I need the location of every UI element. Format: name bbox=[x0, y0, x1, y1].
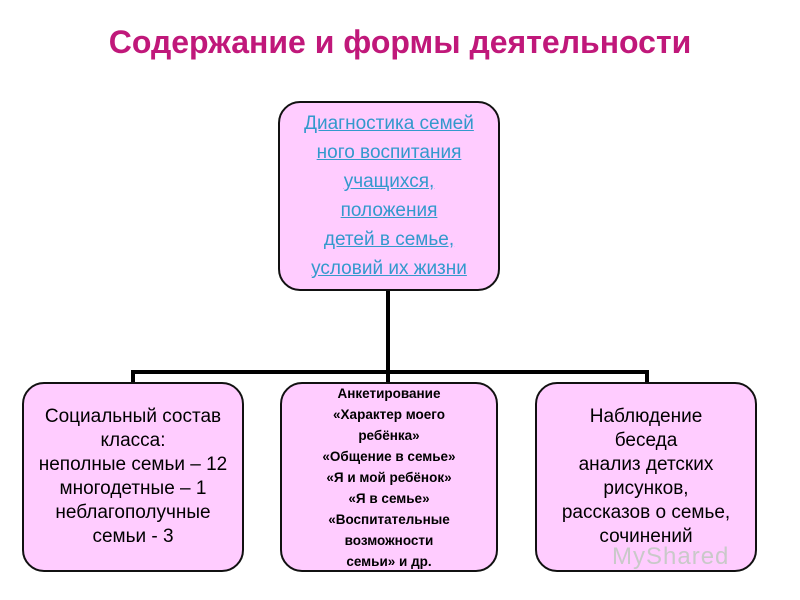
box-text-line: многодетные – 1 bbox=[59, 478, 207, 499]
diagnostics-link-line[interactable]: учащихся, bbox=[343, 171, 435, 192]
box-text-line: «Я в семье» bbox=[348, 490, 430, 506]
watermark-logo: MyShared bbox=[612, 543, 730, 570]
box-text-line: неблагополучные bbox=[55, 502, 211, 523]
box-text-line: возможности bbox=[344, 532, 434, 548]
diagnostics-box: Диагностика семей ного воспитания учащих… bbox=[278, 101, 500, 291]
box-text-line: «Общение в семье» bbox=[322, 448, 456, 464]
connector-right-down bbox=[645, 370, 649, 384]
box-text-line: ребёнка» bbox=[358, 427, 420, 443]
box-text-line: семьи» и др. bbox=[346, 553, 432, 569]
box-text-line: «Я и мой ребёнок» bbox=[326, 469, 452, 485]
box-text-line: беседа bbox=[614, 430, 678, 451]
box-text-line: «Характер моего bbox=[333, 406, 445, 422]
box-text-line: класса: bbox=[100, 430, 166, 451]
connector-root-down bbox=[386, 289, 390, 372]
box-text-line: рассказов о семье, bbox=[561, 502, 731, 523]
diagnostics-link-line[interactable]: ного воспитания bbox=[316, 142, 462, 163]
box-text-line: неполные семьи – 12 bbox=[38, 454, 228, 475]
survey-box: Анкетирование «Характер моего ребёнка» «… bbox=[280, 382, 498, 572]
box-text-line: «Воспитательные bbox=[328, 511, 450, 527]
box-text-line: рисунков, bbox=[603, 478, 689, 499]
box-text-line: сочинений bbox=[599, 526, 693, 547]
box-text-line: Социальный состав bbox=[44, 406, 222, 427]
box-text-line: анализ детских bbox=[578, 454, 714, 475]
connector-mid-down bbox=[386, 370, 390, 384]
box-text-line: Наблюдение bbox=[589, 406, 703, 427]
connector-horizontal bbox=[131, 370, 649, 374]
page-title: Содержание и формы деятельности bbox=[108, 24, 692, 60]
box-text-line: Анкетирование bbox=[337, 385, 441, 401]
connector-left-down bbox=[131, 370, 135, 384]
diagnostics-link-line[interactable]: условий их жизни bbox=[311, 258, 467, 279]
diagnostics-link-line[interactable]: Диагностика семей bbox=[304, 113, 474, 134]
diagnostics-link-line[interactable]: положения bbox=[340, 200, 438, 221]
social-composition-box: Социальный состав класса: неполные семьи… bbox=[22, 382, 244, 572]
box-text-line: семьи - 3 bbox=[92, 526, 174, 547]
diagnostics-link-line[interactable]: детей в семье, bbox=[323, 229, 455, 250]
observation-box: Наблюдение беседа анализ детских рисунко… bbox=[535, 382, 757, 572]
